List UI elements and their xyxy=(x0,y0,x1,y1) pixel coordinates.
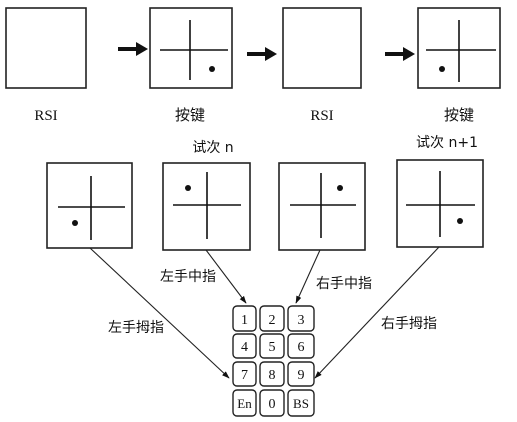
sequence-row: RSI 按键 RSI xyxy=(5,7,501,124)
svg-text:BS: BS xyxy=(293,396,309,411)
target-dot xyxy=(439,66,445,72)
connector-right-thumb xyxy=(314,246,440,379)
right-arrow-icon xyxy=(118,42,148,56)
keypad-key-1[interactable]: 1 xyxy=(232,305,257,332)
right-arrow-icon xyxy=(385,47,415,61)
keypad-key-6[interactable]: 6 xyxy=(287,333,315,359)
keypad: 1 2 3 4 5 6 7 8 xyxy=(232,305,315,417)
sequence-step-keypress-2: 按键 xyxy=(417,7,501,124)
connector-left-middle xyxy=(205,249,247,304)
step-label: RSI xyxy=(310,108,333,124)
target-dot xyxy=(209,66,215,72)
finger-label-left-middle: 左手中指 xyxy=(160,269,216,285)
keypad-key-2[interactable]: 2 xyxy=(259,305,285,332)
trial-panel-left-thumb xyxy=(46,162,133,249)
trial-n1-label: 试次 n+1 xyxy=(416,135,478,151)
target-dot xyxy=(457,218,463,224)
trial-n-label: 试次 n xyxy=(192,140,233,156)
trial-panel-right-middle xyxy=(278,162,366,251)
keypad-key-bs[interactable]: BS xyxy=(287,389,315,417)
svg-text:4: 4 xyxy=(241,340,248,355)
target-dot xyxy=(72,220,78,226)
connector-left-thumb xyxy=(89,247,230,379)
trial-panels xyxy=(46,159,484,251)
svg-text:3: 3 xyxy=(298,313,305,328)
stimulus-frame xyxy=(149,7,233,89)
blank-frame xyxy=(282,7,362,89)
keypad-key-en[interactable]: En xyxy=(232,389,257,417)
svg-text:7: 7 xyxy=(241,368,248,383)
svg-text:En: En xyxy=(237,396,252,411)
stimulus-frame xyxy=(46,162,133,249)
right-arrow-icon xyxy=(247,47,277,61)
blank-frame xyxy=(5,7,87,89)
keypad-key-5[interactable]: 5 xyxy=(259,333,285,359)
target-dot xyxy=(337,185,343,191)
sequence-step-keypress-1: 按键 xyxy=(149,7,233,124)
connector-right-middle xyxy=(295,249,321,304)
sequence-step-rsi-2: RSI xyxy=(282,7,362,124)
step-label: 按键 xyxy=(175,106,205,124)
stimulus-frame xyxy=(278,162,366,251)
connector-lines xyxy=(89,246,440,379)
svg-text:1: 1 xyxy=(241,313,248,328)
svg-text:9: 9 xyxy=(298,368,305,383)
svg-text:2: 2 xyxy=(269,313,276,328)
target-dot xyxy=(185,185,191,191)
svg-text:5: 5 xyxy=(269,340,276,355)
svg-text:8: 8 xyxy=(269,368,276,383)
sequence-step-rsi-1: RSI xyxy=(5,7,87,124)
keypad-key-8[interactable]: 8 xyxy=(259,361,285,387)
keypad-key-0[interactable]: 0 xyxy=(259,389,285,417)
finger-label-right-thumb: 右手拇指 xyxy=(381,316,437,332)
svg-text:6: 6 xyxy=(298,340,305,355)
keypad-key-7[interactable]: 7 xyxy=(232,361,257,387)
keypad-key-4[interactable]: 4 xyxy=(232,333,257,359)
svg-text:0: 0 xyxy=(269,397,276,412)
finger-label-right-middle: 右手中指 xyxy=(316,276,372,292)
trial-panel-left-middle xyxy=(162,162,251,251)
keypad-key-9[interactable]: 9 xyxy=(287,361,315,387)
step-label: RSI xyxy=(34,108,57,124)
step-label: 按键 xyxy=(444,106,474,124)
keypad-key-3[interactable]: 3 xyxy=(287,305,315,332)
finger-label-left-thumb: 左手拇指 xyxy=(108,320,164,336)
trial-panel-right-thumb xyxy=(396,159,484,248)
